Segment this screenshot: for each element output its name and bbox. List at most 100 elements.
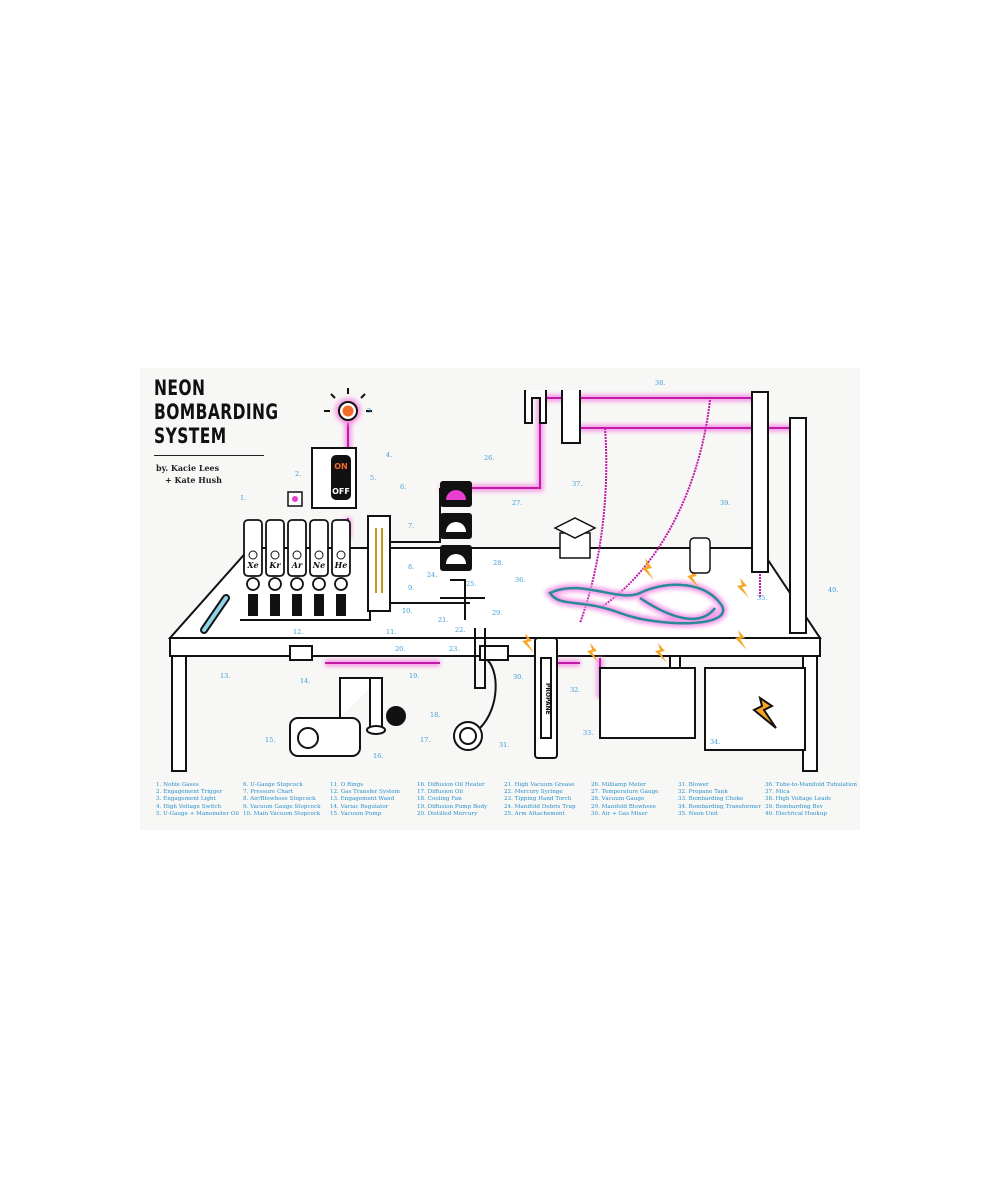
switch-off-label: OFF (332, 487, 350, 496)
gas-cylinder: Xe (243, 519, 263, 616)
callout-23: 23. (449, 645, 459, 653)
callout-40: 40. (828, 586, 838, 594)
callout-2: 2. (295, 470, 301, 478)
callout-29: 29. (492, 609, 502, 617)
gas-cylinder: Kr (265, 519, 285, 616)
propane-label: PROPANE (544, 683, 551, 715)
gas-transfer-manifold (240, 488, 485, 621)
callout-10: 10. (402, 607, 412, 615)
callout-21: 21. (438, 616, 448, 624)
legend-item: 33. Bombarding Choke (678, 796, 744, 803)
cooling-fan (386, 706, 406, 726)
legend-item: 28. Vacuum Gauge (591, 796, 645, 803)
callout-11: 11. (386, 628, 396, 636)
callout-12: 12. (293, 628, 303, 636)
callout-27: 27. (512, 499, 522, 507)
legend-item: 2. Engagement Trigger (156, 789, 223, 796)
neon-unit (544, 580, 727, 628)
callout-1: 1. (240, 494, 246, 502)
callout-22: 22. (455, 626, 465, 634)
legend-item: 5. U-Gauge + Manometer Oil (156, 810, 239, 817)
legend-item: 3. Engagement Light (156, 796, 216, 803)
callout-16: 16. (373, 752, 383, 760)
gas-symbol: Xe (246, 560, 258, 570)
gas-symbol: Kr (268, 560, 281, 570)
legend-item: 12. Gas Transfer System (330, 789, 400, 796)
legend-item: 9. Vacuum Gauge Stopcock (243, 803, 321, 810)
legend-item: 22. Mercury Syringe (504, 789, 563, 796)
callout-17: 17. (420, 736, 430, 744)
noble-gas-cylinders: Xe Kr Ar Ne He (243, 519, 351, 616)
callout-7: 7. (408, 522, 414, 530)
bombarding-transformer[interactable] (704, 667, 806, 751)
byline-author-1: by. Kacie Lees (156, 463, 220, 473)
engagement-light (324, 388, 372, 424)
legend-item: 7. Pressure Chart (243, 789, 294, 796)
legend-item: 1. Noble Gases (156, 782, 199, 788)
blower (453, 657, 497, 751)
engagement-trigger[interactable] (287, 491, 303, 507)
page-title: NEON BOMBARDING SYSTEM (154, 376, 279, 448)
switch-on-label: ON (334, 462, 348, 471)
callout-30: 30. (513, 673, 523, 681)
title-line-1: NEON (154, 376, 206, 400)
callout-20: 20. (395, 645, 405, 653)
legend-item: 20. Distilled Mercury (417, 810, 478, 817)
title-line-3: SYSTEM (154, 424, 227, 448)
callout-33: 33. (583, 729, 593, 737)
milliamp-meter (440, 481, 472, 507)
legend-item: 14. Variac Regulator (330, 803, 389, 810)
callout-34: 34. (710, 738, 720, 746)
legend-item: 29. Manifold Blowhose (591, 803, 656, 810)
callout-19: 19. (409, 672, 419, 680)
callout-8: 8. (408, 563, 414, 571)
legend-item: 19. Diffusion Pump Body (417, 803, 488, 810)
legend-item: 38. High Voltage Leads (765, 796, 832, 803)
temperature-gauge (440, 513, 472, 539)
legend-item: 31. Blower (678, 782, 709, 788)
bombarding-choke (599, 667, 696, 739)
callout-9: 9. (408, 584, 414, 592)
callout-26: 26. (484, 454, 494, 462)
legend-item: 11. O Rings (330, 782, 364, 788)
legend-item: 35. Neon Unit (678, 810, 718, 817)
high-voltage-switch[interactable]: ON OFF (311, 447, 357, 509)
callout-5: 5. (370, 474, 376, 482)
callout-36: 36. (515, 576, 525, 584)
callout-24: 24. (427, 571, 437, 579)
gas-symbol: Ar (291, 560, 303, 570)
callout-25: 25. (466, 580, 476, 588)
air-gas-mixer (474, 628, 509, 689)
gas-cylinder: He (331, 519, 351, 616)
callout-39: 39. (720, 499, 730, 507)
callout-35: 35. (757, 594, 767, 602)
callout-4: 4. (386, 451, 392, 459)
support-posts (524, 390, 807, 634)
propane-tank[interactable] (534, 637, 558, 759)
legend-item: 30. Air + Gas Mixer (591, 810, 648, 817)
title-divider (154, 455, 264, 456)
legend-item: 23. Tipping Hand Torch (504, 796, 572, 803)
neon-bombarding-poster: ON OFF Xe Kr Ar Ne He PROPANE 1. (140, 368, 860, 830)
legend-item: 40. Electrical Hookup (765, 810, 827, 817)
legend-item: 37. Mica (765, 789, 790, 796)
callout-6: 6. (400, 483, 406, 491)
gas-cylinder: Ne (309, 519, 329, 616)
legend-item: 6. U-Gauge Stopcock (243, 782, 303, 788)
legend-item: 36. Tube-to-Manifold Tubulation (765, 782, 857, 788)
legend-item: 21. High Vacuum Grease (504, 782, 575, 788)
engagement-wand (200, 594, 230, 634)
gas-symbol: Ne (312, 560, 325, 570)
callout-14: 14. (300, 677, 310, 685)
legend-item: 13. Engagement Wand (330, 796, 395, 803)
vacuum-gauge (440, 545, 472, 571)
byline: by. Kacie Lees + Kate Hush (156, 462, 222, 486)
callout-15: 15. (265, 736, 275, 744)
